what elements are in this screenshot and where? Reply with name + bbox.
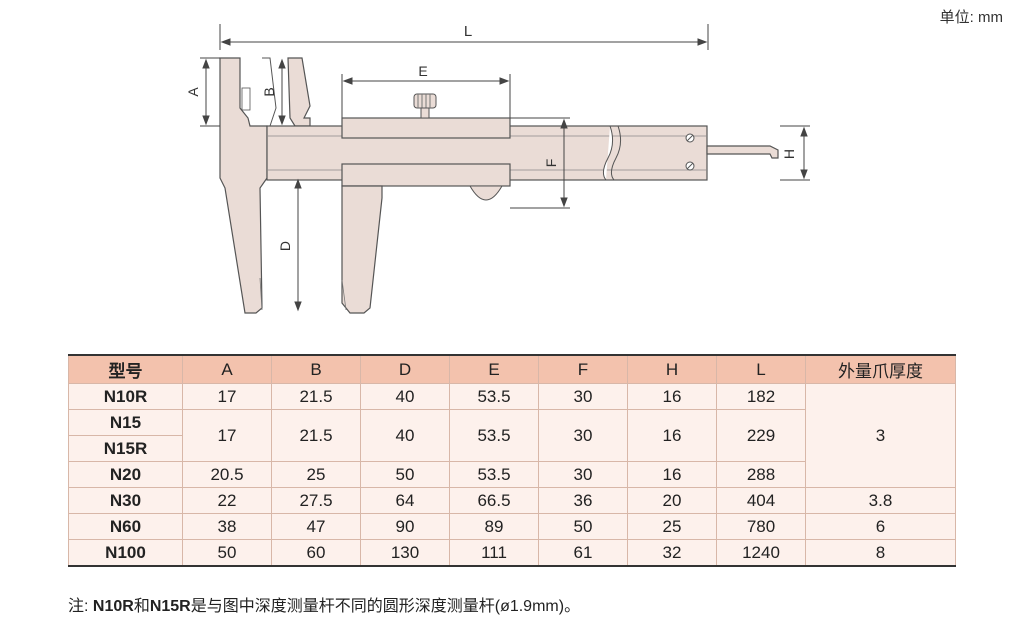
col-l: L [716,354,806,384]
col-e: E [449,354,539,384]
thumb-roller-icon [469,185,503,201]
cell: 780 [716,513,806,540]
cell: 25 [271,461,361,488]
cell: 61 [538,539,628,567]
col-model: 型号 [68,354,183,384]
dim-e-label: E [418,63,427,79]
cell: 64 [360,487,450,514]
cell-model: N15R [68,435,183,462]
dim-f [510,117,570,209]
caliper-drawing: L E A [185,23,810,314]
cell-thickness-merged: 3 [805,383,956,488]
dim-h [780,125,810,181]
dim-d [294,178,302,312]
cell: 229 [716,409,806,462]
cell: 40 [360,383,450,410]
dim-a [200,57,220,127]
table-row: N100 50 60 130 111 61 32 1240 8 [68,539,956,567]
cell: 66.5 [449,487,539,514]
footnote-model-1: N10R [92,598,134,615]
cell: 111 [449,539,539,567]
cell: 288 [716,461,806,488]
footnote-text: 是与图中深度测量杆不同的圆形深度测量杆(ø1.9mm)。 [190,598,581,615]
footnote: 注: N10R和N15R是与图中深度测量杆不同的圆形深度测量杆(ø1.9mm)。 [68,592,580,616]
cell: 40 [360,409,450,462]
cell: 89 [449,513,539,540]
cell: 32 [627,539,717,567]
col-h: H [627,354,717,384]
cell: 25 [627,513,717,540]
cell-model: N30 [68,487,183,514]
cell: 53.5 [449,409,539,462]
cell: 90 [360,513,450,540]
dim-e [341,74,511,118]
unit-label: 单位: mm [939,9,1003,26]
cell: 36 [538,487,628,514]
table-header-row: 型号 A B D E F H L 外量爪厚度 [68,354,956,384]
cell: 16 [627,383,717,410]
slider-jaw-upper [287,57,311,127]
col-a: A [182,354,272,384]
cell-model: N10R [68,383,183,410]
cell: 21.5 [271,409,361,462]
depth-rod [706,145,779,159]
dim-f-label: F [543,159,559,168]
lock-screw-icon [413,93,437,109]
cell: 30 [538,383,628,410]
cell: 27.5 [271,487,361,514]
cell: 53.5 [449,461,539,488]
cell: 30 [538,409,628,462]
cell-thickness: 6 [805,513,956,540]
cell: 17 [182,409,272,462]
col-b: B [271,354,361,384]
dim-l [219,24,709,50]
cell: 17 [182,383,272,410]
cell: 20 [627,487,717,514]
dim-b [278,58,286,126]
col-thickness: 外量爪厚度 [805,354,956,384]
dim-h-label: H [781,149,797,159]
cell: 1240 [716,539,806,567]
col-d: D [360,354,450,384]
cell: 404 [716,487,806,514]
fixed-jaw [219,57,268,314]
cell: 30 [538,461,628,488]
footnote-and: 和 [133,598,150,615]
cell: 20.5 [182,461,272,488]
col-f: F [538,354,628,384]
cell: 16 [627,409,717,462]
cell: 182 [716,383,806,410]
cell-model: N20 [68,461,183,488]
table-row: N60 38 47 90 89 50 25 780 6 [68,513,956,540]
cell: 50 [538,513,628,540]
cell: 53.5 [449,383,539,410]
cell: 60 [271,539,361,567]
cell: 130 [360,539,450,567]
table-row: N15 17 21.5 40 53.5 30 16 229 [68,409,956,462]
footnote-model-2: N15R [149,598,191,615]
table-row: N20 20.5 25 50 53.5 30 16 288 [68,461,956,488]
cell: 21.5 [271,383,361,410]
cell: 38 [182,513,272,540]
slider-body [341,117,511,139]
spec-table: 型号 A B D E F H L 外量爪厚度 N10R 17 21.5 40 5… [68,354,956,567]
cell-model: N100 [68,539,183,567]
cell-thickness: 8 [805,539,956,567]
cell-thickness: 3.8 [805,487,956,514]
cell: 50 [360,461,450,488]
cell: 47 [271,513,361,540]
table-row: N30 22 27.5 64 66.5 36 20 404 3.8 [68,487,956,514]
dim-l-label: L [464,23,472,40]
cell: 16 [627,461,717,488]
cell: 22 [182,487,272,514]
cell-model: N15 [68,409,183,436]
dim-b-label: B [261,87,277,96]
slider-jaw-lower [341,185,383,314]
dim-a-label: A [185,87,201,97]
cell-model: N60 [68,513,183,540]
footnote-prefix: 注: [68,598,93,615]
table-row: N10R 17 21.5 40 53.5 30 16 182 3 [68,383,956,488]
dim-d-label: D [277,241,293,251]
cell: 50 [182,539,272,567]
